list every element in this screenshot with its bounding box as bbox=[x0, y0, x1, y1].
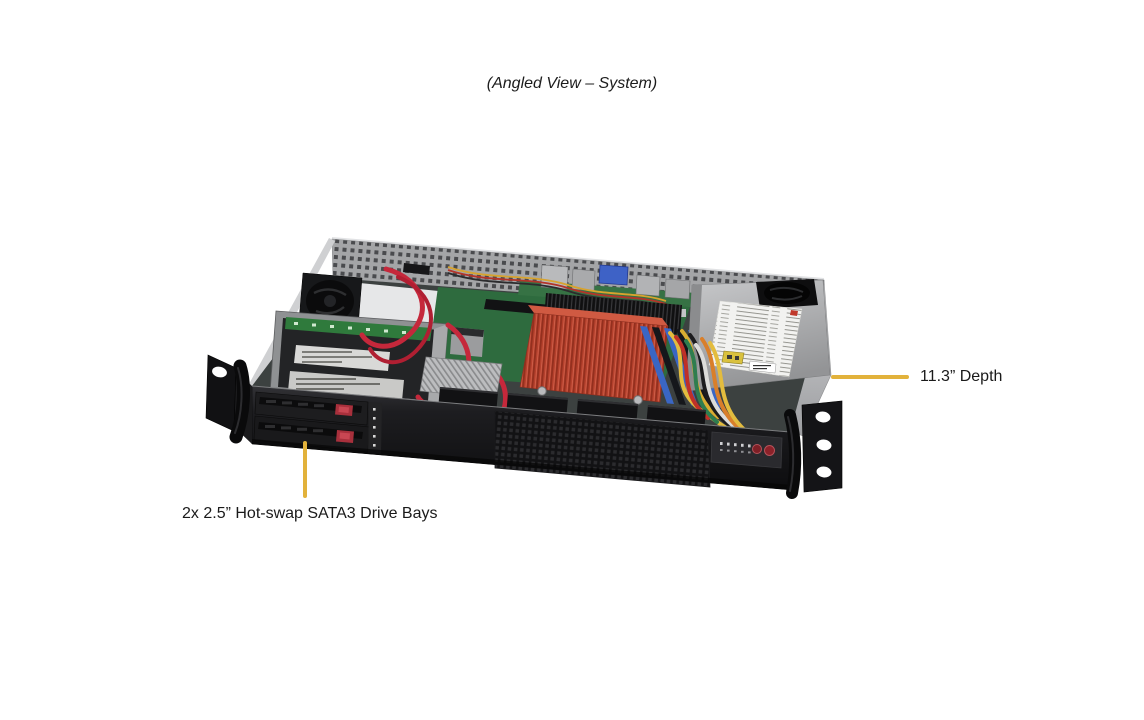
mounting-ear-right bbox=[784, 400, 843, 499]
drive-bays-callout-line bbox=[303, 441, 307, 498]
led-indicator-icons bbox=[720, 442, 751, 448]
front-panel-icon-strip bbox=[368, 402, 382, 454]
drive-bays-callout-label: 2x 2.5” Hot-swap SATA3 Drive Bays bbox=[182, 505, 438, 522]
internal-drive-cage bbox=[269, 310, 449, 409]
control-panel bbox=[710, 431, 783, 469]
power-button-icon bbox=[764, 445, 775, 456]
power-supply bbox=[685, 279, 831, 392]
reset-button-icon bbox=[752, 444, 762, 454]
depth-callout-label: 11.3” Depth bbox=[920, 368, 1003, 385]
rear-exhaust-fan-icon bbox=[298, 272, 363, 328]
depth-callout-line bbox=[831, 375, 909, 379]
front-panel bbox=[251, 385, 793, 491]
mounting-ear-left bbox=[205, 354, 250, 444]
vga-port-icon bbox=[598, 264, 629, 286]
cpu-heatsink bbox=[519, 305, 669, 405]
server-photo-illustration bbox=[205, 237, 843, 499]
hot-swap-drive-tray-top bbox=[254, 391, 369, 426]
figure-title: (Angled View – System) bbox=[486, 75, 658, 92]
